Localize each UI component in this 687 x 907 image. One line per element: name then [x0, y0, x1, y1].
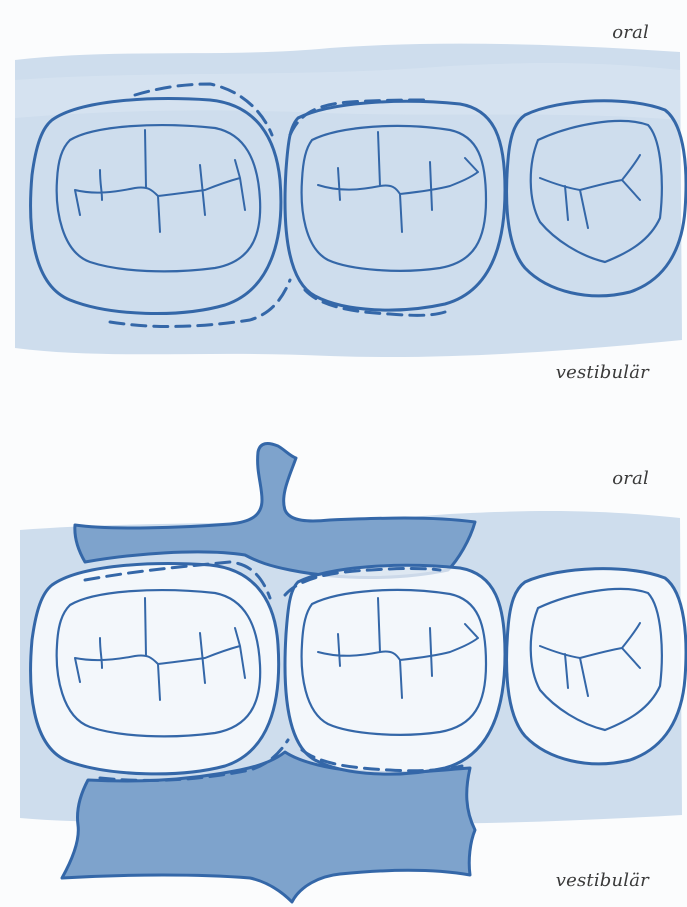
label-vestibular: vestibulär: [556, 870, 649, 891]
panel-before-drawing: [0, 0, 687, 400]
label-vestibular: vestibulär: [556, 362, 649, 383]
label-oral: oral: [612, 22, 649, 43]
panel-before: oral vestibulär: [0, 0, 687, 400]
tooth-1-outline: [31, 564, 279, 774]
tooth-2-outline: [285, 565, 505, 774]
panel-after: oral vestibulär: [0, 430, 687, 907]
tooth-3-outline: [507, 569, 686, 764]
label-oral: oral: [612, 468, 649, 489]
panel-after-drawing: [0, 430, 687, 907]
